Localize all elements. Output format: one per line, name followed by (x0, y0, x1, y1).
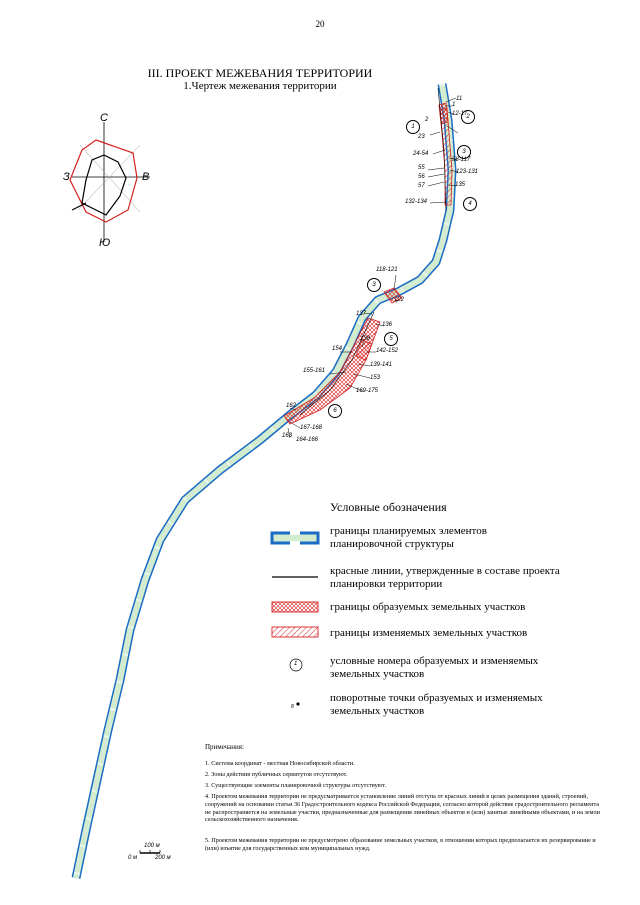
legend-text-line: условные номера образуемых и изменяемых (330, 655, 539, 667)
page-subtitle: 1.Чертеж межевания территории (183, 80, 337, 92)
map-label: 135 (455, 182, 466, 188)
legend-text-line: границы образуемых земельных участков (330, 601, 526, 613)
map-label: 58-117 (452, 157, 471, 163)
corridor-fill (73, 83, 455, 879)
map-label: 139-141 (370, 362, 393, 368)
parcel-number-circle: 2 (461, 110, 475, 124)
scale-label: 200 м (155, 855, 171, 861)
map-label: 123-131 (456, 169, 479, 175)
parcel-number-circle: 3 (367, 278, 381, 292)
map-label: 11 (456, 96, 463, 102)
map-label: 2 (425, 117, 429, 123)
scale-label: 100 м (144, 843, 160, 849)
parcels (283, 102, 453, 425)
map-label: 137 (356, 311, 367, 317)
compass-north-label: С (100, 112, 108, 124)
page-number: 20 (315, 19, 325, 29)
wind-rose-black (81, 154, 127, 216)
legend-item-red-lines: красные линии, утвержденные в составе пр… (330, 565, 620, 591)
legend-item-parcel-numbers: условные номера образуемых и изменяемых … (330, 655, 620, 681)
legend-text-line: границы изменяемых земельных участков (330, 627, 528, 639)
red-lines (299, 87, 447, 416)
parcel-number-circle: 5 (384, 332, 398, 346)
legend-text-line: границы планируемых элементов (330, 525, 487, 537)
compass-rose (69, 122, 150, 242)
legend-text-line: планировочной структуры (330, 538, 454, 550)
map-label: 138 (360, 336, 371, 342)
map-label: 155-161 (303, 368, 326, 374)
map-label: 118-121 (376, 267, 398, 273)
notes-heading: Примечания: (205, 743, 244, 751)
map-label: 23 (418, 134, 425, 140)
corridor-border (71, 83, 457, 879)
map-label: 162 (286, 403, 297, 409)
note-item: 2. Зоны действия публичных сервитутов от… (205, 771, 348, 778)
map-label: 122 (394, 297, 405, 303)
legend-circle-sample-number: 1 (294, 661, 298, 667)
note-item: 3. Существующие элементы планировочной с… (205, 782, 387, 789)
legend-text-line: земельных участков (330, 705, 425, 717)
legend-text-line: земельных участков (330, 668, 425, 680)
map-label: 1 (452, 102, 456, 108)
map-label: 154 (332, 346, 343, 352)
map-label: 164-166 (296, 437, 319, 443)
legend-item-formed-parcels: границы образуемых земельных участков (330, 601, 620, 614)
parcel-number-circle: 6 (328, 404, 342, 418)
note-item: 1. Система координат - местная Новосибир… (205, 760, 355, 767)
map-label: 167-168 (300, 425, 323, 431)
legend-item-turning-points: поворотные точки образуемых и изменяемых… (330, 692, 620, 718)
parcel-mid-hatch (355, 339, 373, 361)
legend-text-line: планировки территории (330, 578, 443, 590)
note-item: 5. Проектом межевания территории не пред… (205, 837, 596, 852)
legend-symbols (270, 531, 320, 706)
parcel-122 (383, 287, 403, 304)
map-label: 136 (382, 322, 393, 328)
parcel-number-circle: 1 (406, 120, 420, 134)
map-label: 169-175 (356, 388, 379, 394)
wind-rose-red (69, 139, 138, 223)
corridor (71, 83, 457, 879)
compass-east-label: В (142, 171, 150, 183)
scale-bar (139, 850, 161, 854)
legend-title: Условные обозначения (330, 500, 447, 514)
map-label: 12-17 (452, 111, 468, 117)
scale-label: 0 м (128, 855, 138, 861)
parcel-top (439, 107, 453, 206)
legend-point-sample-number: 8 (291, 704, 294, 710)
map-label: 132-134 (405, 199, 428, 205)
page-title: III. ПРОЕКТ МЕЖЕВАНИЯ ТЕРРИТОРИИ (147, 66, 373, 80)
parcel-number-circle: 4 (463, 197, 477, 211)
corridor-dash (73, 83, 455, 879)
map-label: 56 (418, 174, 425, 180)
map-label: 55 (418, 165, 425, 171)
legend-text-line: поворотные точки образуемых и изменяемых (330, 692, 543, 704)
legend-text-line: красные линии, утвержденные в составе пр… (330, 565, 560, 577)
leader-lines (287, 97, 459, 439)
compass-south-label: Ю (99, 237, 111, 249)
compass-west-label: З (63, 171, 70, 183)
map-label: 142-152 (376, 348, 399, 354)
parcel-number-circle: 3 (457, 145, 471, 159)
note-item: 4. Проектом межевания территории не пред… (205, 793, 600, 824)
map-label: 57 (418, 183, 425, 189)
legend-item-changed-parcels: границы изменяемых земельных участков (330, 627, 620, 640)
map-label: 163 (282, 433, 293, 439)
map-label: 24-54 (413, 151, 429, 157)
map-label: 153 (370, 375, 381, 381)
legend-item-planning-elements: границы планируемых элементов планировоч… (330, 525, 620, 551)
